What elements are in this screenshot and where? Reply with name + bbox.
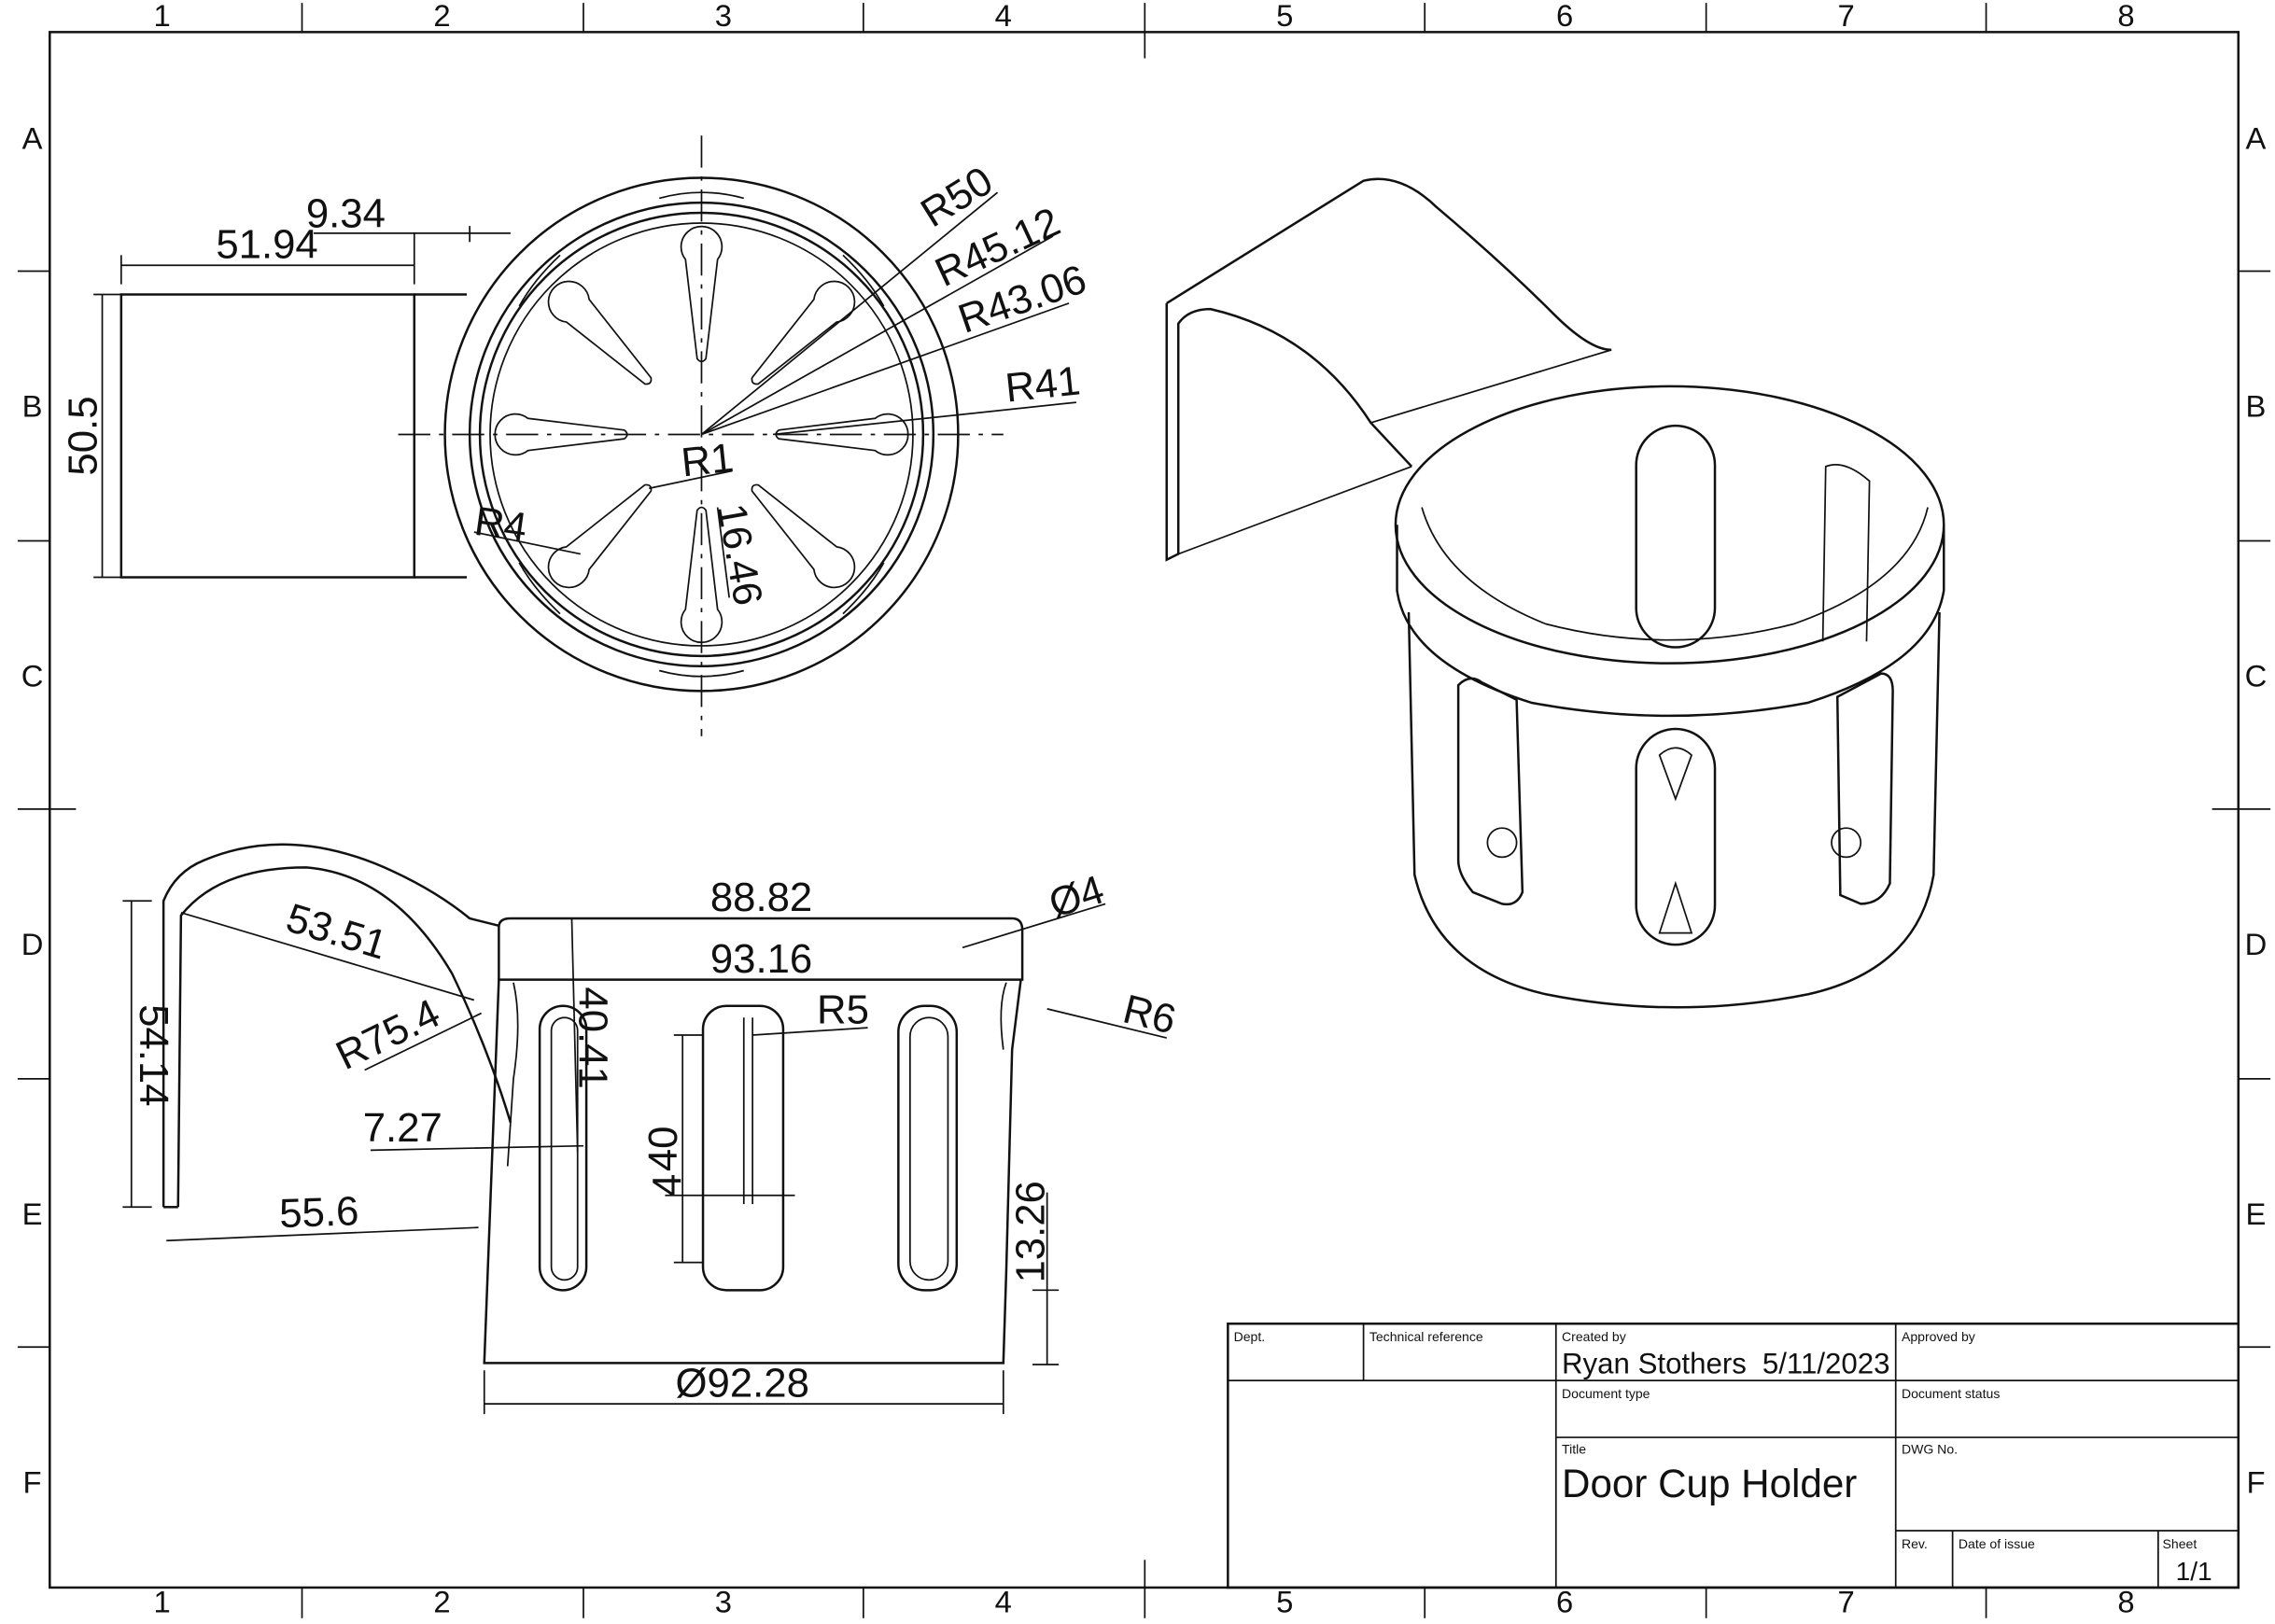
- rev-label: Rev.: [1902, 1536, 1928, 1551]
- dim-r50: R50: [913, 158, 1001, 236]
- dim-93-16: 93.16: [710, 936, 812, 982]
- zone-col-1-bottom: 1: [153, 1585, 170, 1619]
- dim-40-41: 40.41: [569, 987, 615, 1088]
- tech-ref-label: Technical reference: [1369, 1329, 1483, 1344]
- dwg-no-label: DWG No.: [1902, 1441, 1958, 1456]
- dim-r4: R4: [471, 498, 529, 551]
- zone-row-e-right: E: [2246, 1197, 2267, 1231]
- document-status-label: Document status: [1902, 1386, 2000, 1401]
- dim-50-5: 50.5: [60, 396, 105, 475]
- zone-row-b-right: B: [2246, 389, 2267, 424]
- created-by-label: Created by: [1562, 1329, 1626, 1344]
- zone-row-d-right: D: [2245, 927, 2268, 961]
- date-of-issue-label: Date of issue: [1959, 1536, 2035, 1551]
- dim-13-26: 13.26: [1008, 1181, 1054, 1282]
- dim-dia-92-28: Ø92.28: [676, 1360, 809, 1406]
- dim-dia-4: Ø4: [1044, 867, 1110, 928]
- dim-r6: R6: [1118, 987, 1180, 1043]
- zone-col-3-bottom: 3: [715, 1585, 732, 1619]
- zone-row-a-left: A: [22, 120, 43, 155]
- zone-labels: 1 2 3 4 5 6 7 8 1 2 3 4 5 6 7 8 A B C D …: [21, 0, 2268, 1619]
- zone-row-b-left: B: [22, 389, 43, 424]
- zone-col-2-bottom: 2: [433, 1585, 450, 1619]
- document-type-label: Document type: [1562, 1386, 1650, 1401]
- dim-51-94: 51.94: [216, 221, 317, 267]
- dim-40: 40: [640, 1126, 686, 1171]
- dim-4: 4: [645, 1174, 691, 1197]
- side-view: [122, 843, 1167, 1415]
- zone-col-2-top: 2: [433, 0, 450, 33]
- dim-r75-4: R75.4: [329, 990, 446, 1079]
- zone-col-7-bottom: 7: [1837, 1585, 1854, 1619]
- zone-row-c-left: C: [21, 659, 44, 693]
- zone-row-f-right: F: [2246, 1464, 2265, 1499]
- zone-col-4-bottom: 4: [995, 1585, 1012, 1619]
- zone-row-d-left: D: [21, 927, 44, 961]
- top-view-dimensions: 51.94 9.34 50.5 R50 R45.12 R43.06 R41 R1…: [60, 158, 1091, 609]
- dim-16-46: 16.46: [709, 500, 771, 609]
- dim-53-51: 53.51: [281, 895, 392, 969]
- dim-7-27: 7.27: [363, 1105, 442, 1151]
- dim-54-14: 54.14: [131, 1004, 176, 1106]
- dim-88-82: 88.82: [710, 875, 812, 920]
- dim-r41: R41: [1004, 357, 1083, 411]
- teardrop-slots: [494, 225, 909, 644]
- zone-col-1-top: 1: [153, 0, 170, 33]
- top-view: [93, 135, 1076, 736]
- drawing-title: Door Cup Holder: [1562, 1462, 1857, 1505]
- isometric-view: [1165, 177, 1945, 1009]
- drawing-frame: [17, 3, 2271, 1618]
- title-label: Title: [1562, 1441, 1586, 1456]
- sheet-number: 1/1: [2176, 1557, 2212, 1586]
- zone-col-5-top: 5: [1276, 0, 1293, 33]
- dim-9-34: 9.34: [306, 191, 386, 237]
- zone-col-3-top: 3: [715, 0, 732, 33]
- sheet-label: Sheet: [2163, 1536, 2198, 1551]
- zone-col-4-top: 4: [995, 0, 1012, 33]
- zone-row-e-left: E: [22, 1197, 43, 1231]
- zone-col-6-bottom: 6: [1556, 1585, 1573, 1619]
- approved-by-label: Approved by: [1902, 1329, 1975, 1344]
- dim-r1: R1: [679, 435, 736, 486]
- zone-col-5-bottom: 5: [1276, 1585, 1293, 1619]
- zone-row-a-right: A: [2246, 120, 2267, 155]
- zone-col-8-top: 8: [2117, 0, 2134, 33]
- title-block: [1227, 1322, 2240, 1589]
- zone-row-f-left: F: [23, 1464, 42, 1499]
- zone-col-6-top: 6: [1556, 0, 1573, 33]
- dim-55-6: 55.6: [278, 1188, 359, 1237]
- zone-col-8-bottom: 8: [2117, 1585, 2134, 1619]
- dept-label: Dept.: [1234, 1329, 1266, 1344]
- title-block-text: Dept. Technical reference Created by Rya…: [1234, 1329, 2212, 1586]
- zone-row-c-right: C: [2245, 659, 2268, 693]
- dim-r5: R5: [817, 987, 869, 1032]
- created-date: 5/11/2023: [1762, 1347, 1890, 1379]
- created-by-name: Ryan Stothers: [1562, 1347, 1747, 1379]
- zone-col-7-top: 7: [1837, 0, 1854, 33]
